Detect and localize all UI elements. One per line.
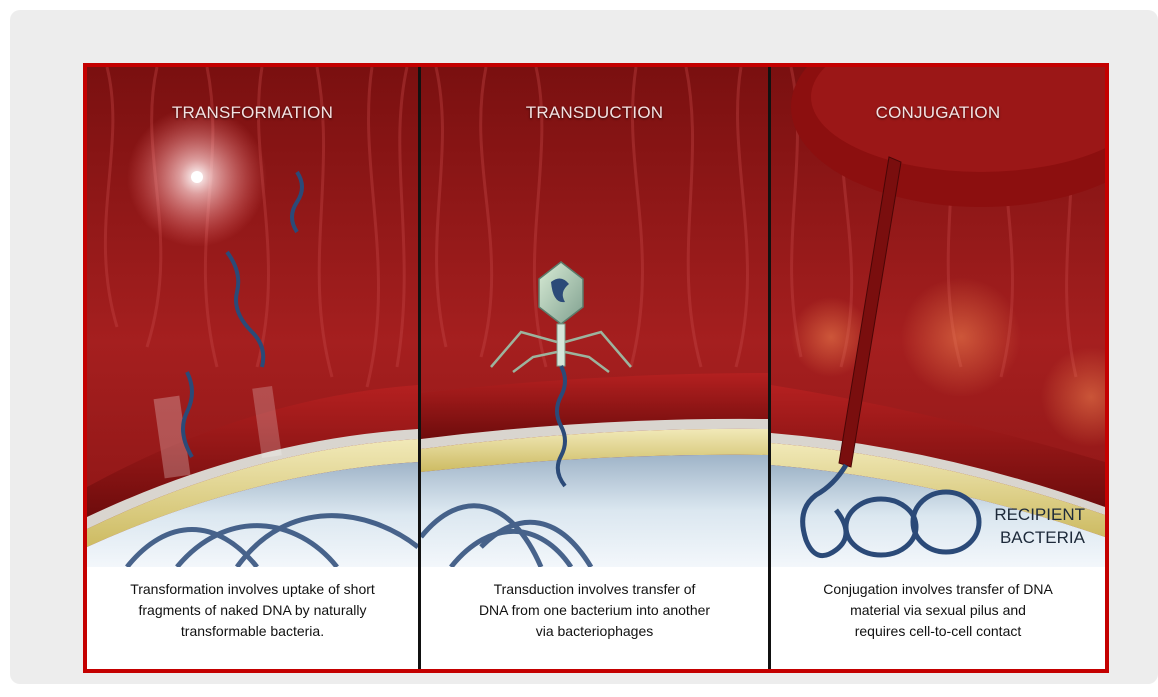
figure-inner: TRANSFORMATION Transformation involves u… xyxy=(87,67,1105,669)
conjugation-caption-line-3: requires cell-to-cell contact xyxy=(771,621,1105,642)
figure-frame: TRANSFORMATION Transformation involves u… xyxy=(83,63,1109,673)
transduction-caption-line-1: Transduction involves transfer of xyxy=(421,579,768,600)
recipient-bacteria-label: RECIPIENT BACTERIA xyxy=(994,503,1085,549)
conjugation-caption-line-1: Conjugation involves transfer of DNA xyxy=(771,579,1105,600)
transformation-illustration xyxy=(87,67,418,567)
recipient-label-line-1: RECIPIENT xyxy=(994,503,1085,526)
transduction-caption-line-3: via bacteriophages xyxy=(421,621,768,642)
panel-transformation: TRANSFORMATION Transformation involves u… xyxy=(87,67,418,669)
transduction-caption: Transduction involves transfer of DNA fr… xyxy=(421,567,768,669)
recipient-label-line-2: BACTERIA xyxy=(994,526,1085,549)
panel-transduction: TRANSDUCTION Transduction involves trans… xyxy=(421,67,768,669)
transformation-title: TRANSFORMATION xyxy=(87,103,418,123)
conjugation-caption: Conjugation involves transfer of DNA mat… xyxy=(771,567,1105,669)
conjugation-title: CONJUGATION xyxy=(771,103,1105,123)
transformation-caption-line-2: fragments of naked DNA by naturally xyxy=(87,600,418,621)
conjugation-illustration xyxy=(771,67,1105,567)
panel-conjugation: CONJUGATION RECIPIENT BACTERIA Conjugati… xyxy=(771,67,1105,669)
transformation-caption-line-3: transformable bacteria. xyxy=(87,621,418,642)
transduction-caption-line-2: DNA from one bacterium into another xyxy=(421,600,768,621)
figure-card: TRANSFORMATION Transformation involves u… xyxy=(10,10,1158,684)
conjugation-caption-line-2: material via sexual pilus and xyxy=(771,600,1105,621)
transduction-illustration xyxy=(421,67,768,567)
transduction-title: TRANSDUCTION xyxy=(421,103,768,123)
transformation-caption: Transformation involves uptake of short … xyxy=(87,567,418,669)
transformation-caption-line-1: Transformation involves uptake of short xyxy=(87,579,418,600)
